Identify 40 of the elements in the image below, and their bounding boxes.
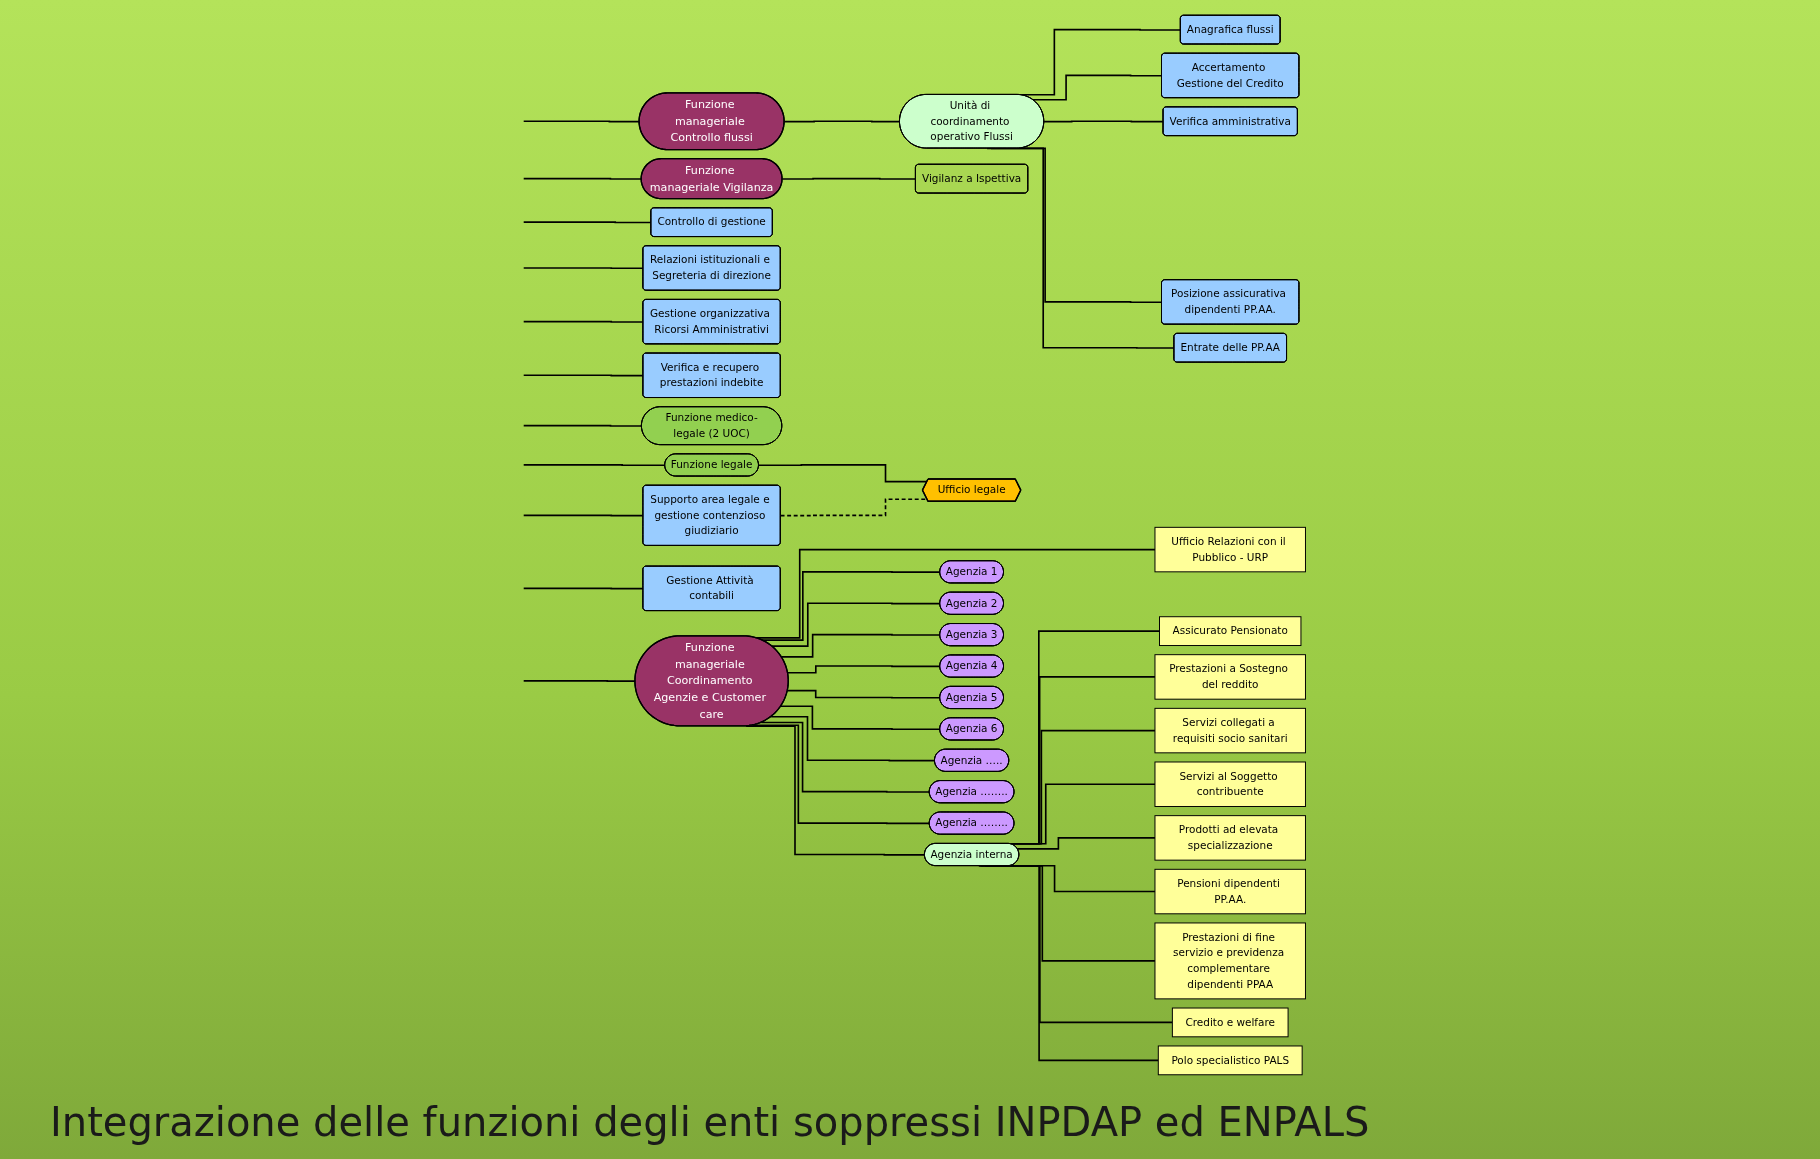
- service-box: Servizi al Soggetto contribuente: [1154, 761, 1306, 807]
- agency-pill: Agenzia 3: [939, 623, 1004, 647]
- manager-function-pill: Funzione manageriale Vigilanza: [640, 158, 783, 200]
- office-box: Vigilanz a Ispettiva: [914, 163, 1029, 194]
- function-pill: Funzione legale: [664, 453, 759, 477]
- service-box: Credito e welfare: [1171, 1007, 1289, 1038]
- service-box: Ufficio Relazioni con il Pubblico - URP: [1154, 526, 1306, 573]
- unit-pill: Agenzia interna: [923, 842, 1020, 867]
- service-box: Pensioni dipendenti PP.AA.: [1154, 868, 1306, 915]
- agency-pill: Agenzia 6: [939, 717, 1004, 741]
- service-box: Servizi collegati a requisiti socio sanitari: [1154, 707, 1306, 754]
- agency-pill: Agenzia 4: [939, 654, 1004, 678]
- office-box: Verifica amministrativa: [1162, 106, 1298, 137]
- office-box: Relazioni istituzionali e Segreteria di direzione: [642, 245, 781, 291]
- office-box: Gestione Attività contabili: [642, 565, 781, 612]
- function-pill: Funzione medico-legale (2 UOC): [640, 406, 783, 446]
- service-box: Polo specialistico PALS: [1157, 1045, 1303, 1076]
- manager-function-pill: Funzione manageriale Controllo flussi: [638, 92, 785, 151]
- office-box: Posizione assicurativa dipendenti PP.AA.: [1161, 279, 1300, 325]
- office-box: Controllo di gestione: [650, 207, 773, 238]
- office-hexagon: Ufficio legale: [921, 478, 1022, 502]
- diagram-title: Integrazione delle funzioni degli enti soppressi INPDAP ed ENPALS: [50, 1099, 1370, 1145]
- service-box: Prodotti ad elevata specializzazione: [1154, 815, 1306, 861]
- office-box: Verifica e recupero prestazioni indebite: [642, 352, 781, 398]
- agency-pill: Agenzia 1: [939, 560, 1004, 584]
- agency-pill: Agenzia ……..: [928, 811, 1015, 835]
- office-box: Supporto area legale e gestione contenzioso giudiziario: [642, 484, 781, 546]
- agency-pill: Agenzia 2: [939, 591, 1004, 615]
- office-box: Anagrafica flussi: [1179, 14, 1281, 45]
- agency-pill: Agenzia 5: [939, 685, 1004, 710]
- agency-pill: Agenzia ……..: [928, 780, 1015, 804]
- office-box: Accertamento Gestione del Credito: [1161, 52, 1300, 99]
- office-box: Entrate delle PP.AA: [1173, 332, 1288, 363]
- unit-pill: Unità di coordinamento operativo Flussi: [899, 93, 1045, 149]
- manager-function-pill: Funzione manageriale Coordinamento Agenzie e Customer care: [634, 635, 789, 727]
- service-box: Prestazioni di fine servizio e previdenza complementare dipendenti PPAA: [1154, 922, 1306, 1000]
- office-box: Gestione organizzativa Ricorsi Amministrativi: [642, 298, 781, 345]
- service-box: Assicurato Pensionato: [1159, 616, 1302, 646]
- agency-pill: Agenzia …..: [934, 748, 1010, 772]
- service-box: Prestazioni a Sostegno del reddito: [1154, 654, 1306, 700]
